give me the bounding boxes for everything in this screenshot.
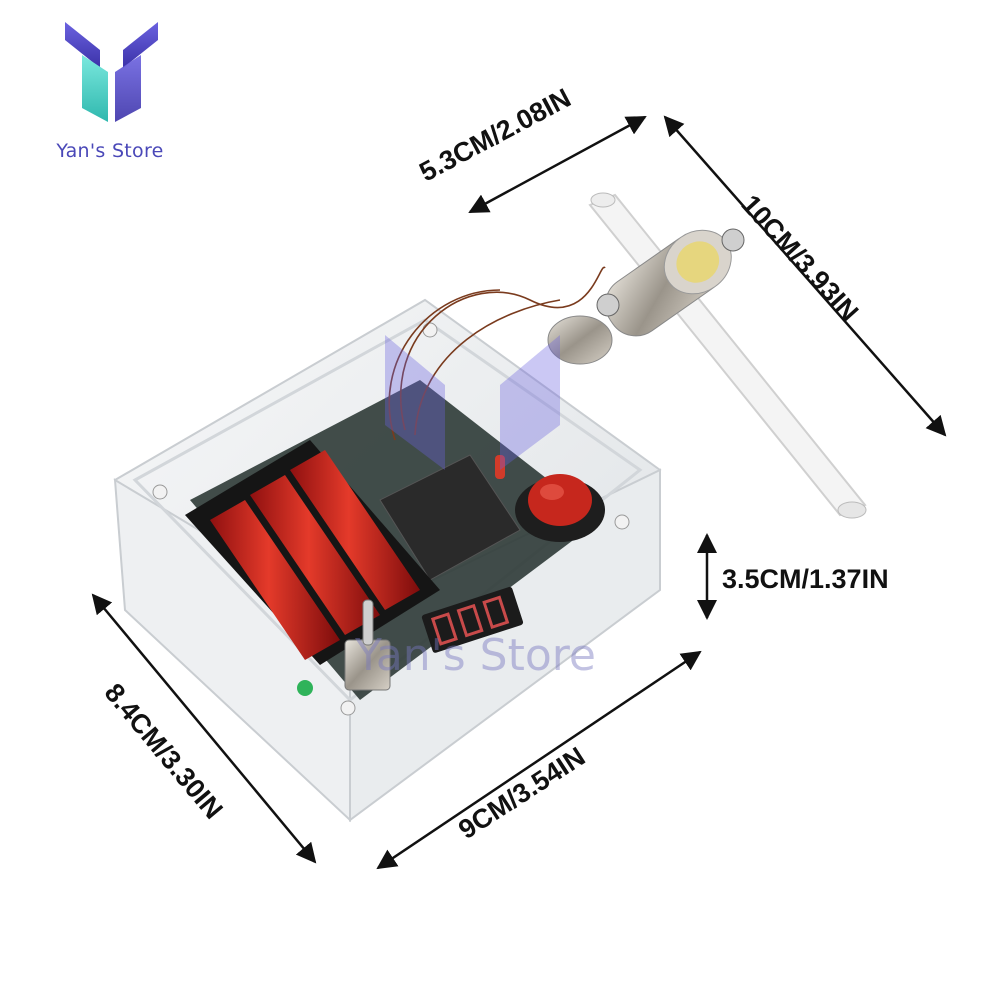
watermark-text: Yan's Store — [355, 630, 596, 681]
battery-pack — [185, 440, 440, 665]
dimension-arrow-width-top — [468, 115, 647, 214]
dimension-arrow-length-side — [663, 115, 947, 437]
dimension-arrow-depth-left — [91, 593, 317, 864]
red-push-button — [515, 474, 605, 542]
battery — [250, 475, 380, 635]
dimension-arrow-width-front — [376, 650, 702, 870]
brand-name: Yan's Store — [56, 140, 164, 162]
battery — [290, 450, 420, 610]
brand-logo — [65, 22, 158, 122]
dimension-label-height: 3.5CM/1.37IN — [722, 564, 889, 594]
wires — [388, 266, 606, 441]
watermark-logo — [385, 335, 560, 470]
